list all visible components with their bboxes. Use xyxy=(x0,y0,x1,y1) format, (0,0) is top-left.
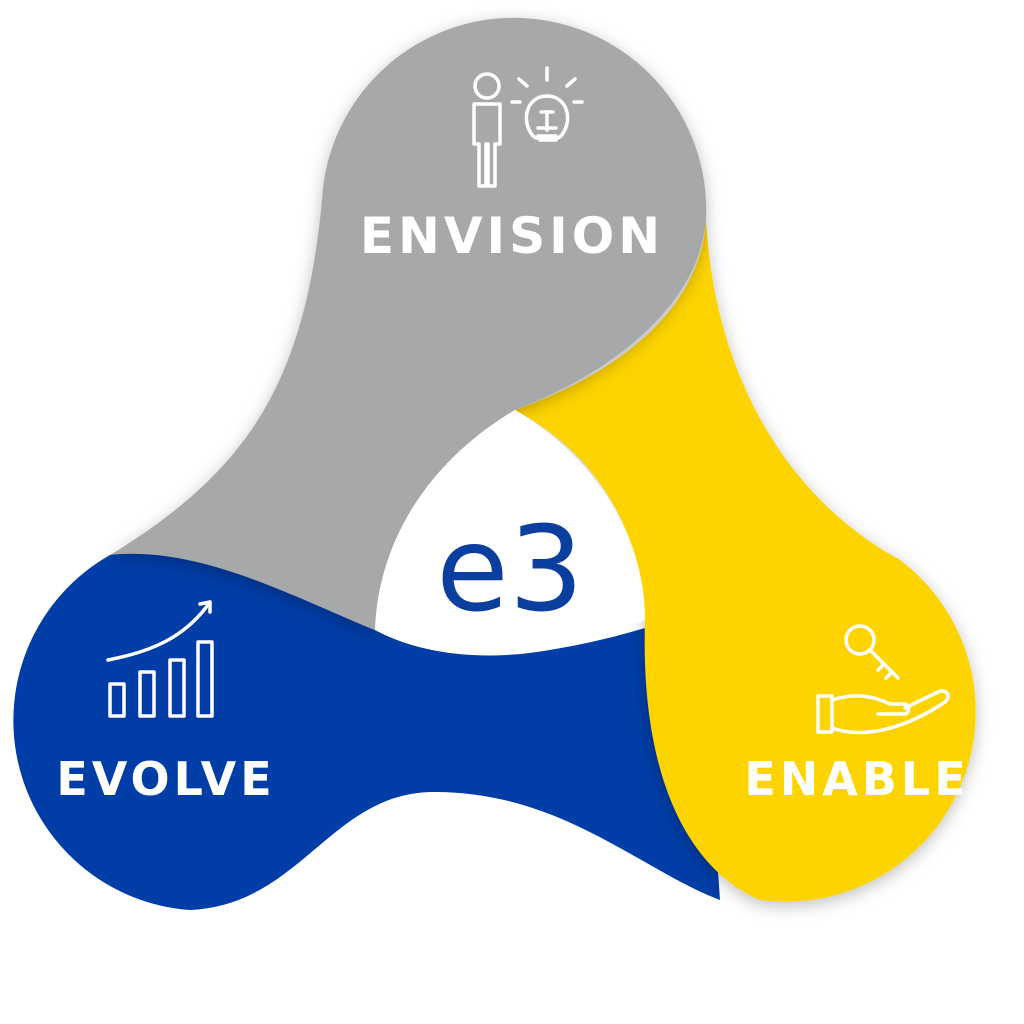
enable-label: ENABLE xyxy=(744,752,969,806)
envision-lobe xyxy=(110,17,707,630)
hand-key-icon xyxy=(816,624,950,735)
growth-chart-icon xyxy=(106,600,214,718)
person-lightbulb-icon xyxy=(472,66,584,188)
center-area xyxy=(375,410,645,656)
evolve-label: EVOLVE xyxy=(56,752,275,806)
evolve-lobe xyxy=(13,549,721,910)
center-logo-text: e3 xyxy=(436,500,584,638)
envision-label: ENVISION xyxy=(360,207,664,265)
